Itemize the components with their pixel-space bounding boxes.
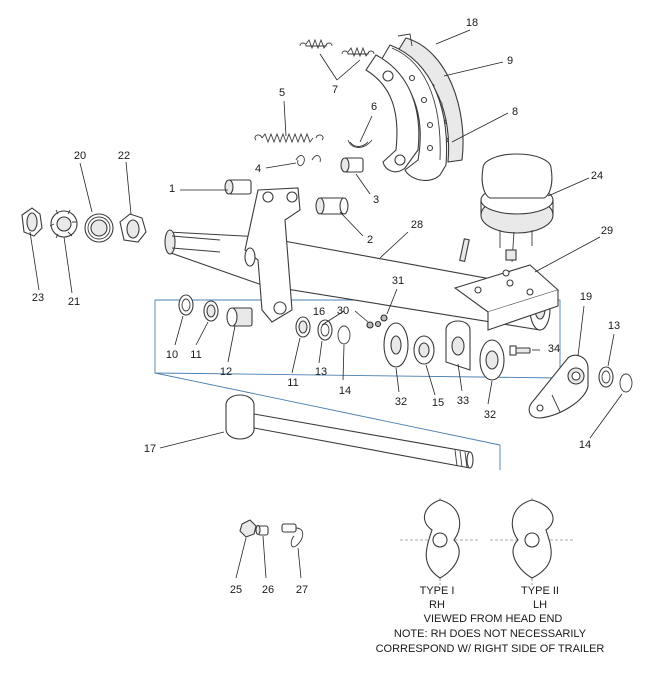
snap-ring-14-left (337, 325, 351, 345)
callout-15: 15 (432, 397, 444, 409)
callout-16: 16 (313, 306, 325, 318)
callout-20: 20 (74, 150, 86, 162)
callout-34: 34 (548, 343, 560, 355)
washer-13-left (317, 319, 333, 341)
cam-roller (340, 157, 364, 173)
callout-25: 25 (230, 584, 242, 596)
grease-nut-31 (380, 314, 388, 322)
callout-3: 3 (373, 194, 379, 206)
washer-26 (255, 524, 269, 536)
callout-27: 27 (296, 584, 308, 596)
spindle-nut (21, 207, 43, 237)
nut-25 (239, 519, 257, 538)
callout-14-right: 14 (579, 439, 591, 451)
type-2-side: LH (533, 599, 547, 611)
seal-11-left (203, 300, 219, 322)
leader-lines (29, 29, 623, 579)
note-correspond: CORRESPOND W/ RIGHT SIDE OF TRAILER (376, 643, 605, 655)
callout-11-left: 11 (190, 349, 201, 361)
callout-4: 4 (255, 163, 261, 175)
sensor-27 (281, 523, 304, 548)
washer-13-right (598, 366, 614, 388)
callout-9: 9 (507, 55, 513, 67)
callout-19: 19 (580, 291, 592, 303)
callout-32-right: 32 (484, 409, 496, 421)
seal-11-right (295, 316, 311, 338)
flange-32-right (479, 339, 505, 381)
callout-5: 5 (279, 87, 285, 99)
callout-21: 21 (68, 296, 80, 308)
type-1-side: RH (429, 599, 445, 611)
anchor-pin (224, 179, 252, 195)
note-viewed-from: VIEWED FROM HEAD END (424, 613, 563, 625)
bushing-12 (226, 307, 253, 327)
brake-chamber (480, 153, 554, 263)
callout-18: 18 (466, 17, 478, 29)
callout-11-right: 11 (287, 377, 298, 389)
callout-7: 7 (332, 84, 338, 96)
callout-32-left: 32 (395, 396, 407, 408)
callout-17: 17 (144, 443, 156, 455)
flange-32-left (383, 322, 409, 368)
callout-10: 10 (166, 349, 178, 361)
cam-type-1-illustration (400, 498, 480, 585)
zerk-fitting-30 (366, 320, 382, 329)
callout-12: 12 (220, 366, 232, 378)
clevis-pin (459, 238, 470, 263)
callout-8: 8 (512, 106, 518, 118)
callout-24: 24 (591, 170, 603, 182)
callout-22: 22 (118, 150, 130, 162)
cam-type-captions: TYPE I RH TYPE II LH (420, 585, 559, 611)
cam-type-2-illustration (490, 498, 575, 585)
type-1-label: TYPE I (420, 585, 455, 597)
brake-spider (244, 187, 301, 323)
callout-31: 31 (392, 275, 404, 287)
callout-23: 23 (32, 292, 44, 304)
callout-26: 26 (262, 584, 274, 596)
type-2-label: TYPE II (521, 585, 559, 597)
callout-6: 6 (371, 101, 377, 113)
brake-shoe-web (365, 54, 420, 173)
callout-14-left: 14 (339, 385, 351, 397)
callout-numbers: 1 2 3 4 5 6 7 8 9 10 11 12 11 13 14 15 1… (32, 17, 620, 596)
callout-13-right: 13 (608, 320, 620, 332)
anchor-spring (254, 132, 324, 144)
snap-ring-14-right (619, 373, 633, 393)
orientation-notes: VIEWED FROM HEAD END NOTE: RH DOES NOT N… (376, 613, 605, 655)
callout-33: 33 (457, 395, 469, 407)
lock-washer (49, 209, 78, 239)
callout-30: 30 (337, 305, 349, 317)
bolt-34 (509, 345, 531, 356)
wire-clips (295, 155, 321, 167)
note-rh: NOTE: RH DOES NOT NECESSARILY (394, 628, 587, 640)
bearing (84, 213, 114, 243)
washer-10 (178, 294, 194, 316)
bearing-15 (413, 335, 435, 365)
hub-nut (119, 213, 147, 243)
retaining-clip (347, 139, 373, 148)
slack-adjuster (528, 354, 589, 419)
callout-13-left: 13 (315, 366, 327, 378)
callout-2: 2 (367, 234, 373, 246)
shoe-return-springs (299, 38, 375, 58)
callout-1: 1 (169, 183, 175, 195)
bracket-33 (445, 320, 471, 371)
axle-outline-top (154, 372, 501, 446)
chamber-bracket (453, 264, 560, 331)
camshaft (225, 394, 474, 469)
callout-29: 29 (601, 225, 613, 237)
anchor-bushing (315, 197, 349, 215)
callout-28: 28 (411, 219, 423, 231)
